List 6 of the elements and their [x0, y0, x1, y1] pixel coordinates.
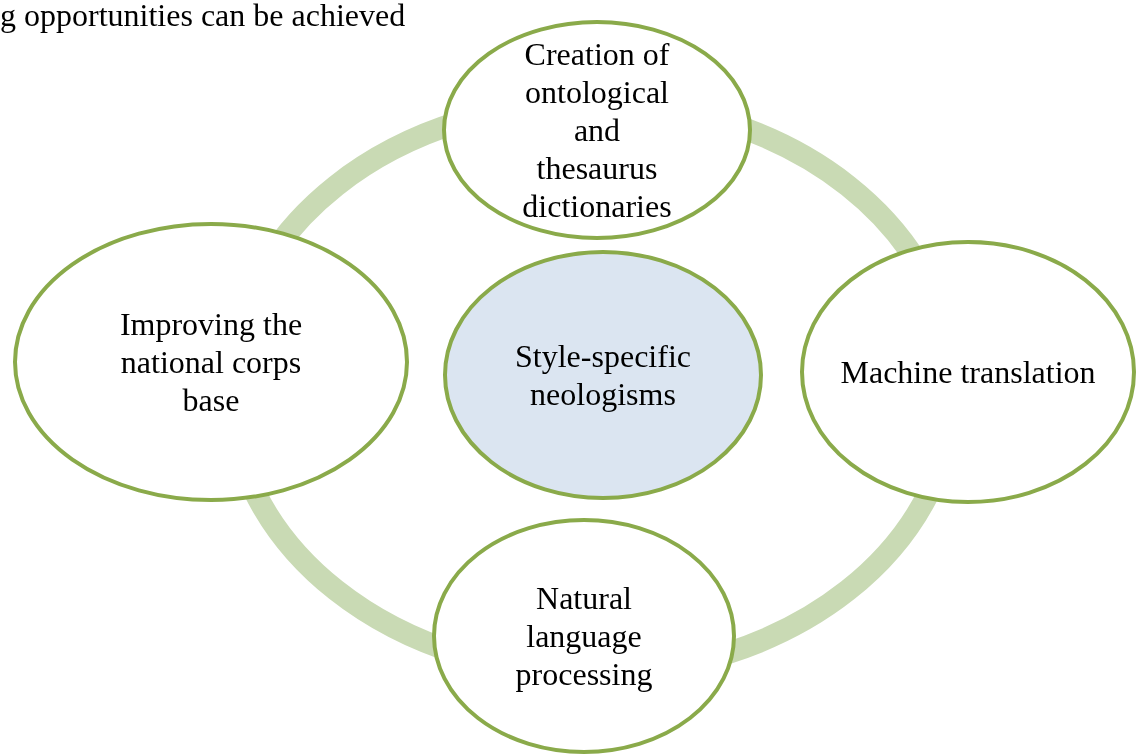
- node-label: Natural language processing: [514, 579, 654, 693]
- node-label: Style-specific neologisms: [514, 337, 692, 413]
- node-label: Improving the national corps base: [118, 305, 304, 419]
- node-label: Creation of ontological and thesaurus dictionaries: [521, 35, 673, 225]
- note-text: g opportunities can be achieved: [0, 0, 406, 34]
- node-label: Machine translation: [840, 353, 1096, 391]
